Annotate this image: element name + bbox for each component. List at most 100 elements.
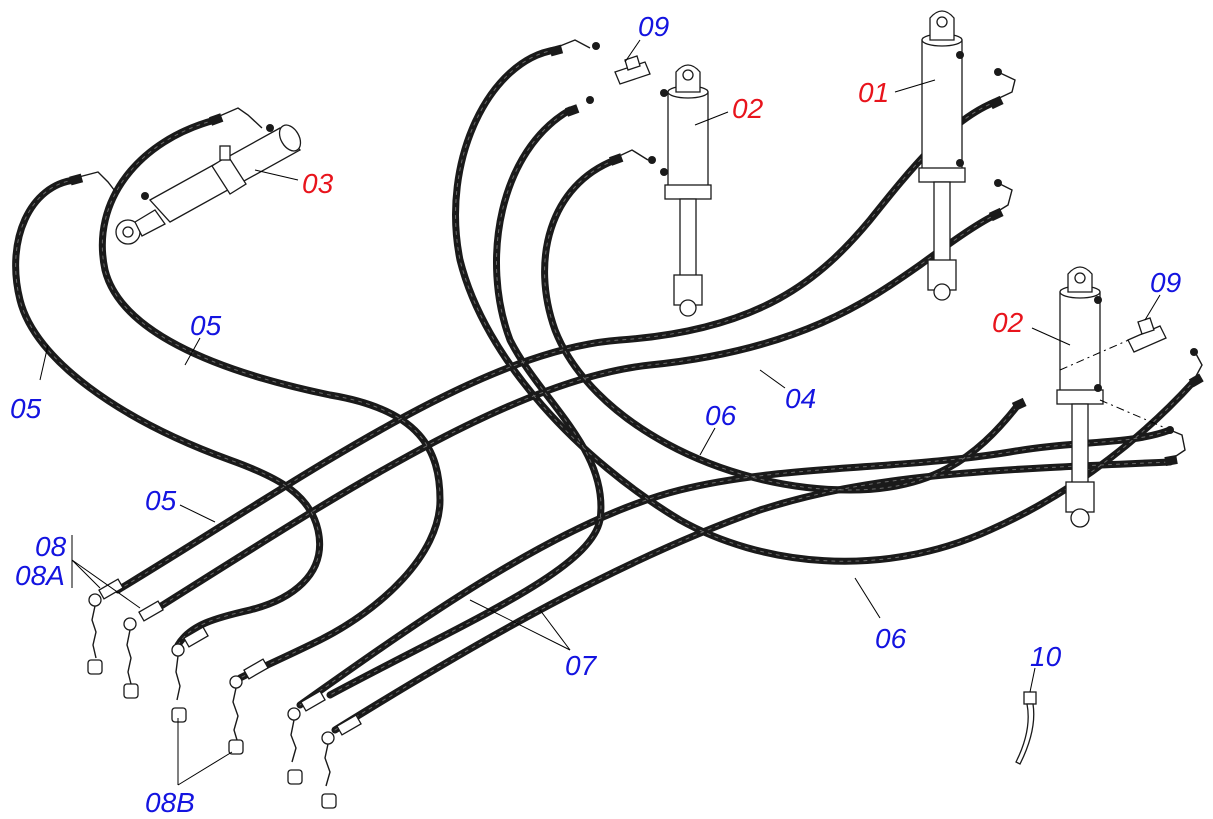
tee-fitting-09-right: [1127, 317, 1167, 353]
tee-branch: [1137, 317, 1155, 335]
fitting-nut: [1164, 455, 1178, 466]
label-05-upper: 05: [190, 310, 222, 341]
pipe-elbows: [74, 39, 1203, 461]
fitting-nut: [141, 192, 149, 200]
quick-couplers: [87, 578, 362, 809]
hose-texture-line: [15, 179, 321, 646]
cylinder-02-right: [1056, 266, 1104, 528]
cable-tie-10: [1015, 691, 1037, 765]
cable-tie-strap: [1015, 703, 1035, 765]
leader-line: [759, 369, 786, 389]
coupler-08-sleeve: [183, 626, 209, 648]
hose-texture-line: [334, 461, 1171, 731]
tee-branch: [624, 55, 641, 71]
label-04: 04: [785, 383, 816, 414]
fitting-nut: [266, 124, 274, 132]
leader-line: [71, 559, 101, 589]
coupler-08-body: [123, 617, 137, 631]
cylinder-01-collar: [918, 167, 966, 183]
fitting-nut: [592, 42, 600, 50]
coupler-08b-cap: [287, 769, 303, 785]
cylinder-02-top-collar: [664, 184, 712, 200]
fitting-nut: [549, 44, 564, 57]
fitting-nut: [994, 68, 1002, 76]
leader-line: [177, 751, 233, 786]
hose-05-inner: [98, 116, 444, 682]
label-02-right: 02: [992, 307, 1024, 338]
leader-line: [71, 559, 141, 609]
hose-texture-line: [149, 214, 996, 614]
label-08b: 08B: [145, 787, 195, 818]
fitting-nut: [988, 207, 1004, 222]
fitting-nut: [648, 156, 656, 164]
centerline: [1099, 399, 1171, 431]
label-02-top: 02: [732, 93, 764, 124]
fitting-nut: [564, 104, 580, 117]
coupler-08-chain: [232, 687, 239, 741]
leader-line: [894, 79, 936, 93]
cylinder-03-eye-hole: [122, 226, 134, 238]
coupler-08-sleeve: [138, 600, 164, 622]
fitting-nut: [1188, 373, 1204, 388]
coupler-08b-cap: [321, 793, 337, 809]
fitting-nut: [1190, 348, 1198, 356]
label-08: 08: [35, 531, 67, 562]
fitting-nut: [660, 89, 668, 97]
cylinder-01-clevis-hole: [936, 16, 948, 28]
fitting-nuts: [69, 42, 1204, 466]
cylinder-02-top-clevis-hole: [682, 69, 694, 81]
coupler-08-sleeve: [336, 714, 362, 736]
tee-fitting-09-top: [614, 55, 651, 85]
fitting-nut: [988, 95, 1004, 110]
cylinder-01: [918, 10, 966, 301]
coupler-08b-cap: [87, 659, 103, 675]
hose-texture-line: [117, 101, 996, 591]
label-09-right: 09: [1150, 267, 1181, 298]
coupler-08-chain: [91, 605, 97, 659]
fitting-nut: [586, 96, 594, 104]
fitting-nut: [994, 179, 1002, 187]
coupler-08-body: [171, 643, 185, 657]
leader-line: [39, 344, 49, 381]
coupler-08-body: [229, 675, 243, 689]
cylinder-03-end-cap: [278, 124, 302, 152]
leader-line: [1031, 327, 1071, 346]
cylinder-02-top-rod-eye: [679, 299, 697, 317]
cylinder-01-body: [921, 39, 963, 171]
hose-texture: [15, 49, 1196, 731]
label-07: 07: [565, 650, 598, 681]
coupler-08-chain: [324, 743, 331, 787]
coupler-08-body: [287, 707, 301, 721]
elbow-pipe: [214, 107, 263, 129]
cylinder-02-right-collar: [1056, 389, 1104, 405]
fitting-nut: [1094, 384, 1102, 392]
elbow-pipe: [994, 182, 1013, 214]
coupler-08b-cap: [123, 683, 139, 699]
fitting-nut: [956, 159, 964, 167]
coupler-08b-cap: [228, 739, 244, 755]
cylinder-01-rod: [933, 181, 951, 263]
label-06-upper: 06: [705, 400, 737, 431]
elbow-pipe: [1194, 351, 1203, 379]
fitting-nut: [208, 113, 224, 126]
leader-line: [179, 504, 216, 523]
label-06-lower: 06: [875, 623, 907, 654]
coupler-08-chain: [290, 719, 297, 763]
label-05-left: 05: [10, 393, 42, 424]
hose-texture-line: [329, 109, 602, 696]
cylinder-02-right-body: [1059, 291, 1101, 393]
elbow-pipe: [1169, 429, 1186, 461]
leader-line: [254, 169, 299, 181]
elbow-pipe: [74, 171, 119, 196]
cylinder-02-right-rod-end: [1065, 481, 1095, 513]
fitting-nut: [1011, 397, 1027, 412]
coupler-08b-cap: [171, 707, 187, 723]
coupler-08-sleeve: [98, 578, 124, 600]
hoses: [12, 46, 1199, 734]
leader-line: [539, 609, 571, 651]
centerline: [1059, 334, 1141, 371]
fitting-nut: [1094, 296, 1102, 304]
cylinder-03: [115, 124, 302, 245]
leader-line: [1144, 294, 1161, 321]
